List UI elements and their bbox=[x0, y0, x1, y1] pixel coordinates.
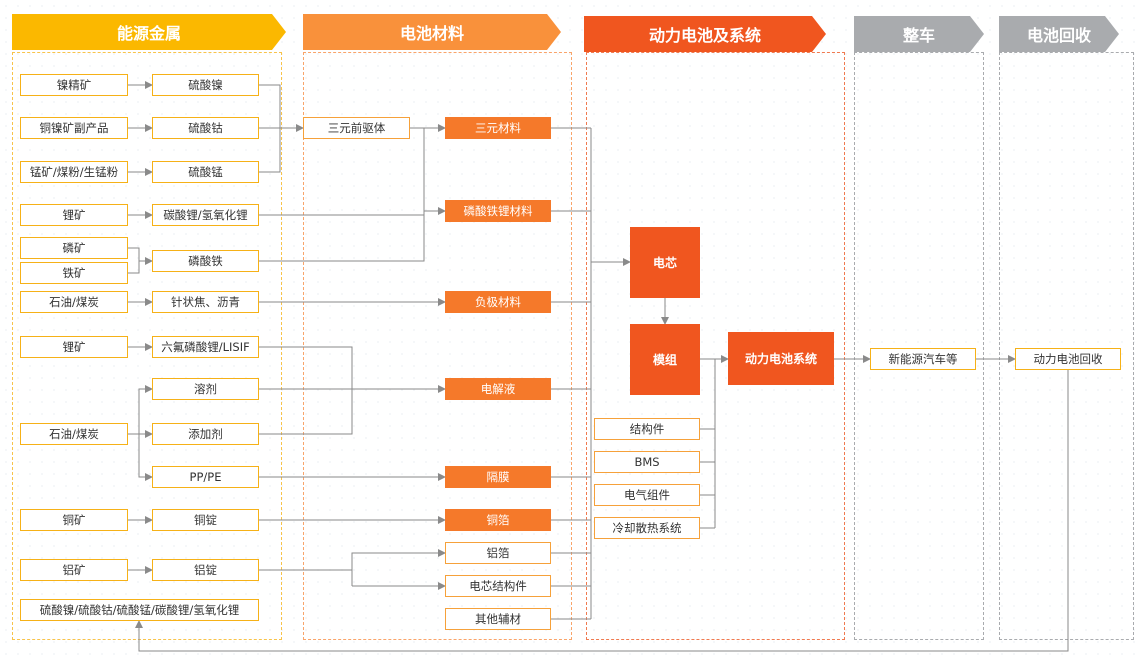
header-battery-materials: 电池材料 bbox=[303, 14, 561, 50]
box-aluminum-ingot: 铝锭 bbox=[152, 559, 259, 581]
box-pp-pe: PP/PE bbox=[152, 466, 259, 488]
box-aluminum-foil: 铝箔 bbox=[445, 542, 551, 564]
box-copper-ingot: 铜锭 bbox=[152, 509, 259, 531]
box-other-auxiliary: 其他辅材 bbox=[445, 608, 551, 630]
box-cell-structure: 电芯结构件 bbox=[445, 575, 551, 597]
header-recycling: 电池回收 bbox=[999, 16, 1119, 52]
box-battery-recycling: 动力电池回收 bbox=[1015, 348, 1121, 370]
box-ternary-precursor: 三元前驱体 bbox=[303, 117, 410, 139]
box-petroleum-coal-2: 石油/煤炭 bbox=[20, 423, 128, 445]
header-power-battery-system: 动力电池及系统 bbox=[584, 16, 826, 52]
box-power-battery-system: 动力电池系统 bbox=[728, 332, 834, 385]
box-cobalt-sulfate: 硫酸钴 bbox=[152, 117, 259, 139]
column-power-battery-system bbox=[586, 52, 845, 640]
box-cooling-system: 冷却散热系统 bbox=[594, 517, 700, 539]
box-ternary-material: 三元材料 bbox=[445, 117, 551, 139]
box-copper-ore: 铜矿 bbox=[20, 509, 128, 531]
box-copper-foil: 铜箔 bbox=[445, 509, 551, 531]
box-bms: BMS bbox=[594, 451, 700, 473]
box-manganese-sulfate: 硫酸锰 bbox=[152, 161, 259, 183]
box-manganese-ore: 锰矿/煤粉/生锰粉 bbox=[20, 161, 128, 183]
box-structural-parts: 结构件 bbox=[594, 418, 700, 440]
box-aluminum-ore: 铝矿 bbox=[20, 559, 128, 581]
box-anode-material: 负极材料 bbox=[445, 291, 551, 313]
box-separator: 隔膜 bbox=[445, 466, 551, 488]
box-additive: 添加剂 bbox=[152, 423, 259, 445]
box-lithium-carbonate: 碳酸锂/氢氧化锂 bbox=[152, 204, 259, 226]
box-recycled-outputs: 硫酸镍/硫酸钴/硫酸锰/碳酸锂/氢氧化锂 bbox=[20, 599, 259, 621]
box-phosphate-ore: 磷矿 bbox=[20, 237, 128, 259]
box-copper-nickel-byproduct: 铜镍矿副产品 bbox=[20, 117, 128, 139]
column-battery-materials bbox=[303, 52, 572, 640]
box-lithium-ore-1: 锂矿 bbox=[20, 204, 128, 226]
box-module: 模组 bbox=[630, 324, 700, 395]
box-petroleum-coal-1: 石油/煤炭 bbox=[20, 291, 128, 313]
column-vehicle bbox=[854, 52, 984, 640]
box-nickel-concentrate: 镍精矿 bbox=[20, 74, 128, 96]
box-electrolyte: 电解液 bbox=[445, 378, 551, 400]
box-nickel-sulfate: 硫酸镍 bbox=[152, 74, 259, 96]
box-new-energy-vehicle: 新能源汽车等 bbox=[870, 348, 976, 370]
box-lipf6: 六氟磷酸锂/LISIF bbox=[152, 336, 259, 358]
box-iron-phosphate: 磷酸铁 bbox=[152, 250, 259, 272]
box-electrical-components: 电气组件 bbox=[594, 484, 700, 506]
column-energy-metals bbox=[12, 52, 282, 640]
box-cell: 电芯 bbox=[630, 227, 700, 298]
box-lithium-ore-2: 锂矿 bbox=[20, 336, 128, 358]
header-vehicle: 整车 bbox=[854, 16, 984, 52]
header-energy-metals: 能源金属 bbox=[12, 14, 286, 50]
box-needle-coke: 针状焦、沥青 bbox=[152, 291, 259, 313]
column-recycling bbox=[999, 52, 1134, 640]
box-solvent: 溶剂 bbox=[152, 378, 259, 400]
box-lfp-material: 磷酸铁锂材料 bbox=[445, 200, 551, 222]
box-iron-ore: 铁矿 bbox=[20, 262, 128, 284]
